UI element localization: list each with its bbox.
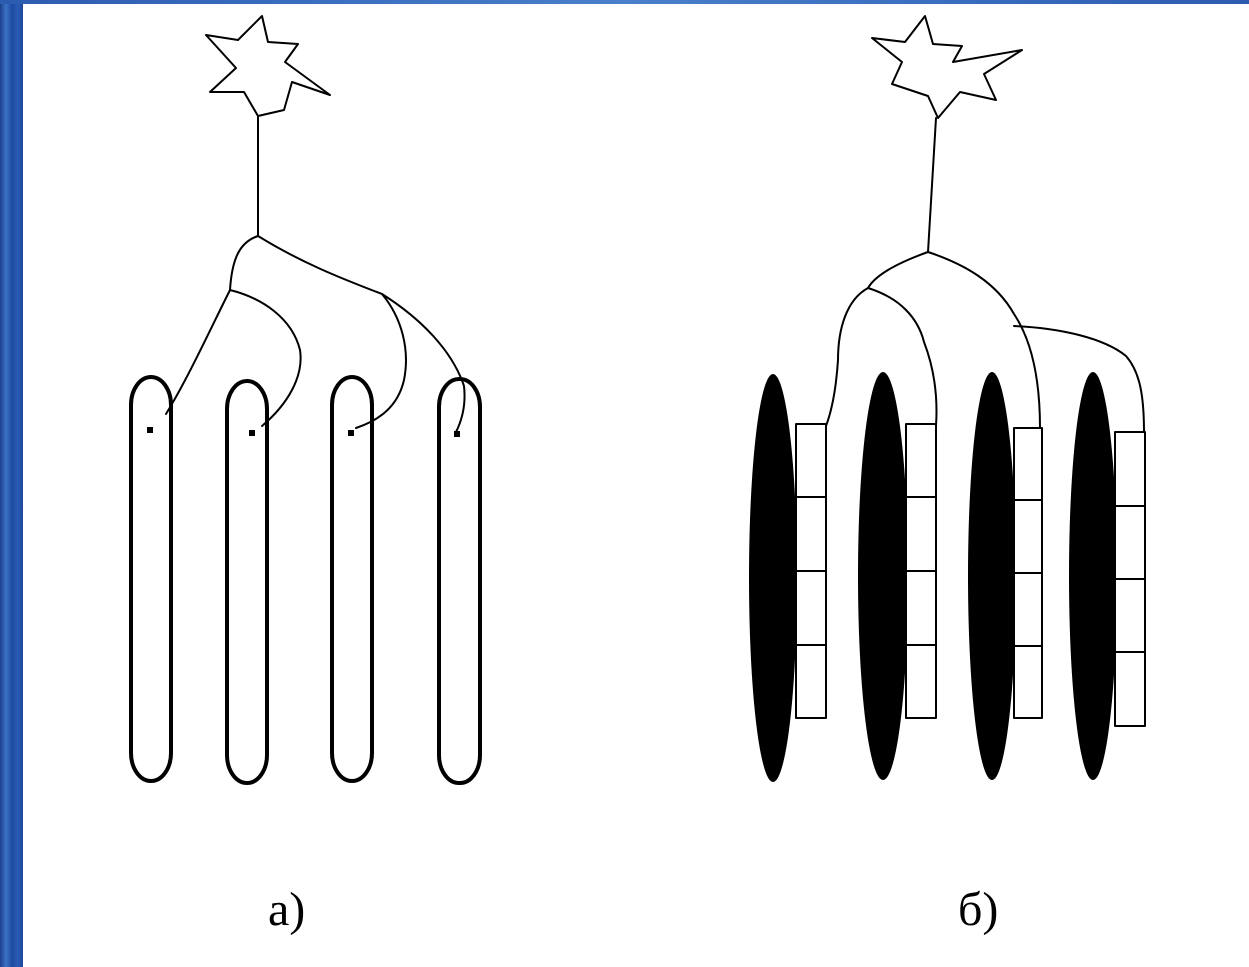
synapse-dot-2 bbox=[249, 430, 255, 436]
outer-segment-discs-4 bbox=[1114, 505, 1146, 653]
neuron-star-a bbox=[205, 15, 331, 117]
branch-a-3 bbox=[257, 235, 407, 429]
caption-a: а) bbox=[268, 883, 306, 936]
diagram-a bbox=[129, 15, 482, 785]
branch-b-3 bbox=[927, 251, 1041, 429]
receptor-inner-segment-4 bbox=[1069, 372, 1117, 780]
branch-b-4 bbox=[1013, 325, 1145, 433]
receptor-inner-segment-3 bbox=[968, 372, 1016, 780]
receptor-outline-2 bbox=[225, 379, 269, 785]
receptor-cell-1 bbox=[749, 374, 827, 782]
receptor-inner-segment-2 bbox=[858, 372, 908, 780]
receptor-cell-4 bbox=[1069, 372, 1146, 780]
receptor-outline-3 bbox=[330, 375, 374, 783]
branch-b-1 bbox=[825, 251, 929, 427]
outer-segment-discs-3 bbox=[1013, 499, 1043, 647]
outer-segment-discs-2 bbox=[905, 496, 937, 646]
diagram-b bbox=[749, 15, 1146, 782]
receptor-cell-2 bbox=[858, 372, 937, 780]
synapse-dot-1 bbox=[147, 427, 153, 433]
receptor-outline-1 bbox=[129, 375, 173, 783]
branch-b-2 bbox=[867, 287, 938, 427]
receptor-outline-4 bbox=[437, 377, 482, 785]
caption-b: б) bbox=[958, 883, 999, 936]
axon-b bbox=[927, 117, 937, 253]
synapse-dot-4 bbox=[454, 431, 460, 437]
branch-a-1 bbox=[165, 235, 259, 415]
neuron-star-b bbox=[871, 15, 1023, 119]
branch-a-2 bbox=[229, 289, 302, 427]
outer-segment-discs-1 bbox=[795, 496, 827, 646]
top-border bbox=[0, 0, 1249, 4]
receptor-inner-segment-1 bbox=[749, 374, 797, 782]
receptor-cell-3 bbox=[968, 372, 1043, 780]
synapse-dot-3 bbox=[348, 430, 354, 436]
